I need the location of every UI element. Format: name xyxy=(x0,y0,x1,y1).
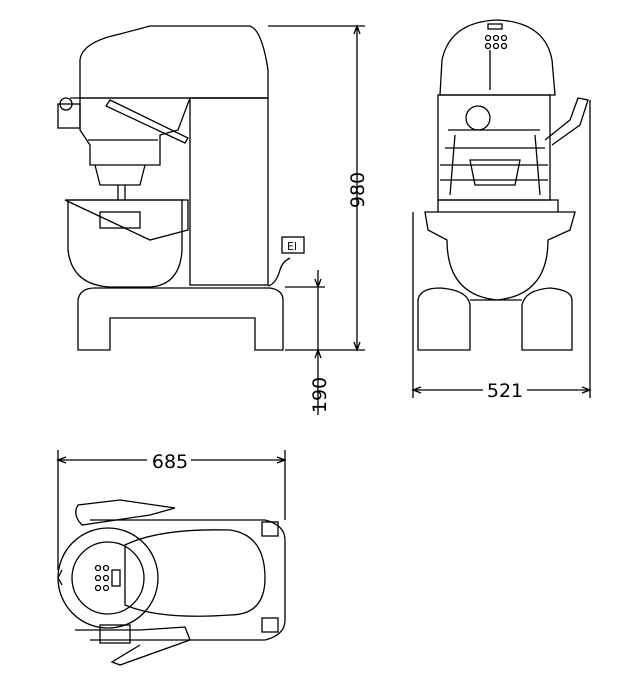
top-view xyxy=(57,499,286,666)
height-dimension-label: 980 xyxy=(347,172,369,208)
side-view: El xyxy=(57,25,305,351)
power-cable xyxy=(267,257,291,287)
dimension-depth: 685 xyxy=(56,448,287,570)
front-leg-right xyxy=(521,287,573,351)
front-leg-left xyxy=(417,287,471,351)
front-head xyxy=(439,19,556,96)
dimension-width: 521 xyxy=(411,100,592,402)
dimension-height: 980 xyxy=(268,24,369,352)
side-head-cover xyxy=(79,25,269,99)
side-base xyxy=(77,287,284,351)
side-gearbox xyxy=(79,97,191,166)
top-control-buttons xyxy=(94,564,121,592)
side-column xyxy=(189,97,269,286)
width-dimension-label: 521 xyxy=(487,380,523,402)
depth-dimension-label: 685 xyxy=(152,451,188,473)
electrical-label: El xyxy=(287,240,297,253)
front-lever xyxy=(544,97,589,146)
base-dimension-label: 190 xyxy=(309,377,331,413)
side-bowl xyxy=(67,199,183,288)
top-outline xyxy=(90,519,286,641)
electrical-label-box xyxy=(281,236,305,254)
top-head-shell xyxy=(124,529,266,617)
front-bowl xyxy=(424,211,576,301)
front-view xyxy=(417,19,589,351)
side-lever xyxy=(105,99,189,144)
dimension-base: 190 xyxy=(285,270,331,415)
